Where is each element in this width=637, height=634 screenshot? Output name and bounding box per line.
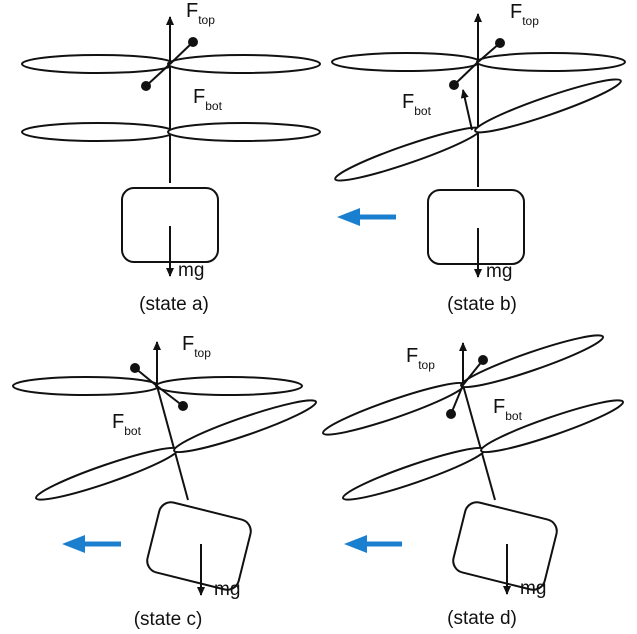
f-bot-label: Fbot (493, 396, 523, 423)
flybar-weight (188, 37, 198, 47)
bottom-rotor-blade-right (480, 399, 624, 454)
fuselage-body (427, 189, 525, 265)
panel-caption: (state d) (447, 608, 517, 629)
top-rotor-blade-left (12, 376, 160, 396)
left-arrow-icon (337, 208, 360, 226)
flybar-weight (178, 401, 188, 411)
panel-state-b: Ftop Fbot mg (state b) (331, 1, 626, 315)
weight-label: mg (178, 260, 204, 281)
rotor-shaft (156, 385, 189, 501)
panel-state-c: Ftop Fbot mg (state c) (12, 333, 317, 630)
flybar-arm (156, 385, 184, 407)
top-rotor-blade-right (167, 54, 321, 74)
flybar-weight (130, 363, 140, 373)
f-top-label: Ftop (186, 0, 215, 27)
flybar-arm (450, 384, 464, 415)
bottom-rotor-blade-left (21, 122, 175, 142)
top-rotor-blade-right (155, 376, 303, 396)
rotor-shaft (462, 384, 496, 501)
flybar-weight (446, 409, 456, 419)
panel-caption: (state b) (447, 294, 517, 315)
top-rotor-blade-left (331, 52, 481, 72)
fuselage-body (452, 501, 558, 591)
bottom-rotor-blade-right (173, 399, 317, 454)
left-arrow-icon (344, 535, 367, 553)
bottom-rotor-blade-left (342, 446, 486, 501)
f-bot-label: Fbot (112, 411, 142, 438)
panel-caption: (state a) (139, 294, 209, 315)
top-rotor-blade-left (322, 381, 466, 436)
flybar-arm (462, 359, 484, 386)
flybar-weight (141, 81, 151, 91)
fuselage-body (146, 501, 252, 591)
bottom-rotor-blade-left (334, 126, 482, 182)
left-arrow-icon (62, 535, 85, 553)
top-rotor-blade-right (460, 334, 604, 389)
weight-label: mg (214, 579, 240, 600)
f-bot-arrow (460, 89, 473, 131)
flybar-weight (449, 80, 459, 90)
top-rotor-blade-right (476, 52, 626, 72)
f-top-label: Ftop (182, 333, 211, 360)
flybar-weight (478, 355, 488, 365)
panel-state-d: Ftop Fbot mg (state d) (322, 334, 624, 629)
flybar-weight (495, 38, 505, 48)
f-bot-label: Fbot (193, 86, 223, 113)
weight-label: mg (520, 578, 546, 599)
f-top-label: Ftop (406, 345, 435, 372)
panel-caption: (state c) (134, 609, 203, 630)
f-bot-label: Fbot (402, 91, 432, 118)
f-top-label: Ftop (510, 1, 539, 28)
bottom-rotor-blade-right (167, 122, 321, 142)
flybar-arm (169, 41, 194, 65)
panel-state-a: Ftop Fbot mg (state a) (21, 0, 321, 315)
flybar-arm (145, 63, 171, 87)
bottom-rotor-blade-right (474, 78, 622, 134)
weight-label: mg (486, 261, 512, 282)
bottom-rotor-blade-left (35, 446, 179, 501)
top-rotor-blade-left (21, 54, 175, 74)
flybar-arm (453, 61, 479, 86)
